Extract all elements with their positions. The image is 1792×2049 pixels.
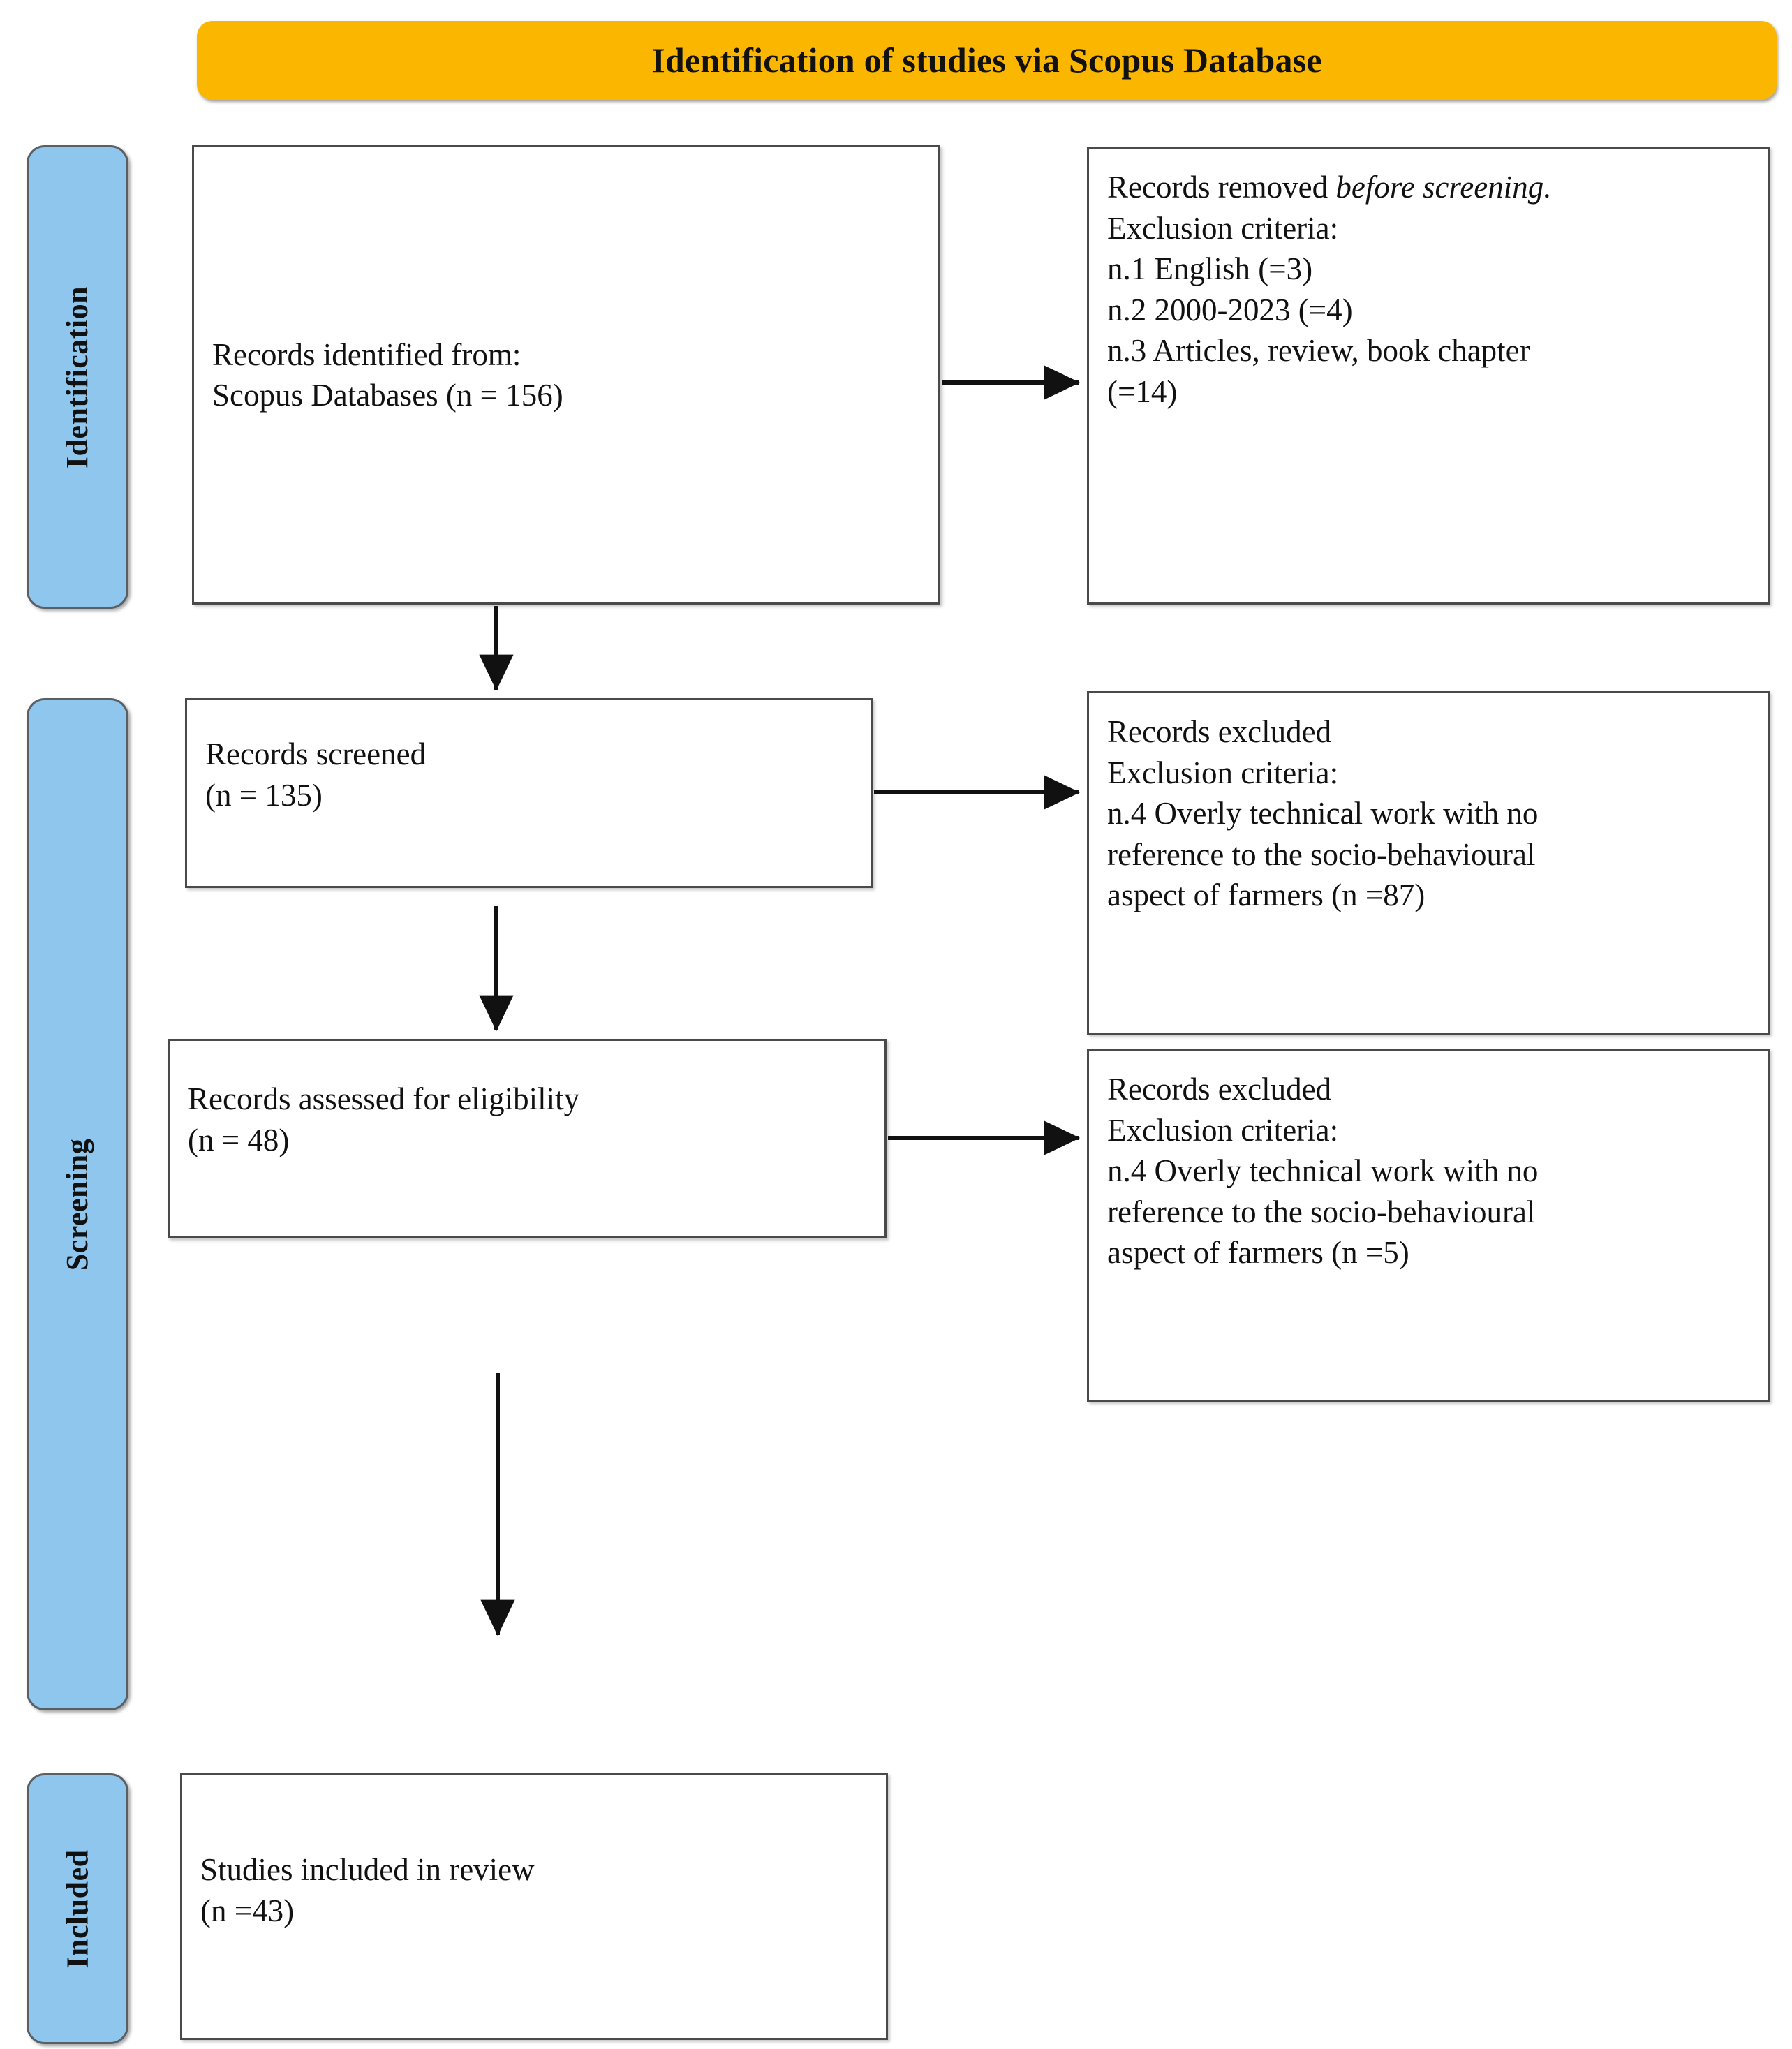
excluded-1-line5: aspect of farmers (n =87) bbox=[1107, 878, 1426, 912]
records-identified-line1: Records identified from: bbox=[212, 336, 521, 372]
records-removed-lead: Records removed bbox=[1107, 170, 1336, 205]
box-studies-included: Studies included in review (n =43) bbox=[180, 1773, 888, 2040]
records-screened-line2: (n = 135) bbox=[205, 777, 323, 813]
box-studies-included-text: Studies included in review (n =43) bbox=[182, 1775, 550, 1931]
box-records-identified: Records identified from: Scopus Databases… bbox=[192, 145, 940, 605]
excluded-2-line4: reference to the socio-behavioural bbox=[1107, 1194, 1536, 1229]
eligibility-line1: Records assessed for eligibility bbox=[188, 1081, 580, 1116]
box-records-removed: Records removed before screening. Exclusi… bbox=[1087, 147, 1770, 605]
included-line1: Studies included in review bbox=[200, 1852, 535, 1887]
stage-bar-identification: Identification bbox=[27, 145, 128, 609]
excluded-2-line3: n.4 Overly technical work with no bbox=[1107, 1153, 1539, 1188]
records-removed-line5: n.3 Articles, review, book chapter bbox=[1107, 333, 1530, 368]
included-line2: (n =43) bbox=[200, 1893, 295, 1928]
records-removed-line6: (=14) bbox=[1107, 373, 1178, 409]
excluded-1-line1: Records excluded bbox=[1107, 714, 1332, 749]
excluded-2-line1: Records excluded bbox=[1107, 1072, 1332, 1107]
box-records-identified-text: Records identified from: Scopus Databases… bbox=[194, 334, 579, 416]
header-banner: Identification of studies via Scopus Dat… bbox=[197, 21, 1777, 100]
stage-bar-screening: Screening bbox=[27, 698, 128, 1710]
stage-bar-included: Included bbox=[27, 1773, 128, 2044]
records-removed-lead-italic: before screening. bbox=[1335, 170, 1552, 205]
box-records-screened-text: Records screened (n = 135) bbox=[187, 700, 441, 815]
records-removed-line2: Exclusion criteria: bbox=[1107, 210, 1339, 246]
page-title: Identification of studies via Scopus Dat… bbox=[651, 40, 1322, 80]
excluded-1-line2: Exclusion criteria: bbox=[1107, 755, 1339, 790]
records-removed-line4: n.2 2000-2023 (=4) bbox=[1107, 292, 1353, 327]
excluded-1-line4: reference to the socio-behavioural bbox=[1107, 836, 1536, 872]
box-records-removed-text: Records removed before screening. Exclusi… bbox=[1089, 149, 1567, 412]
records-removed-line3: n.1 English (=3) bbox=[1107, 251, 1313, 286]
box-records-assessed-eligibility: Records assessed for eligibility (n = 48) bbox=[168, 1039, 887, 1238]
eligibility-line2: (n = 48) bbox=[188, 1122, 290, 1157]
excluded-1-line3: n.4 Overly technical work with no bbox=[1107, 796, 1539, 831]
records-identified-line2: Scopus Databases (n = 156) bbox=[212, 378, 563, 413]
box-records-assessed-eligibility-text: Records assessed for eligibility (n = 48) bbox=[170, 1041, 595, 1160]
box-records-screened: Records screened (n = 135) bbox=[185, 698, 873, 888]
excluded-2-line2: Exclusion criteria: bbox=[1107, 1112, 1339, 1148]
excluded-2-line5: aspect of farmers (n =5) bbox=[1107, 1235, 1409, 1270]
records-screened-line1: Records screened bbox=[205, 737, 427, 771]
